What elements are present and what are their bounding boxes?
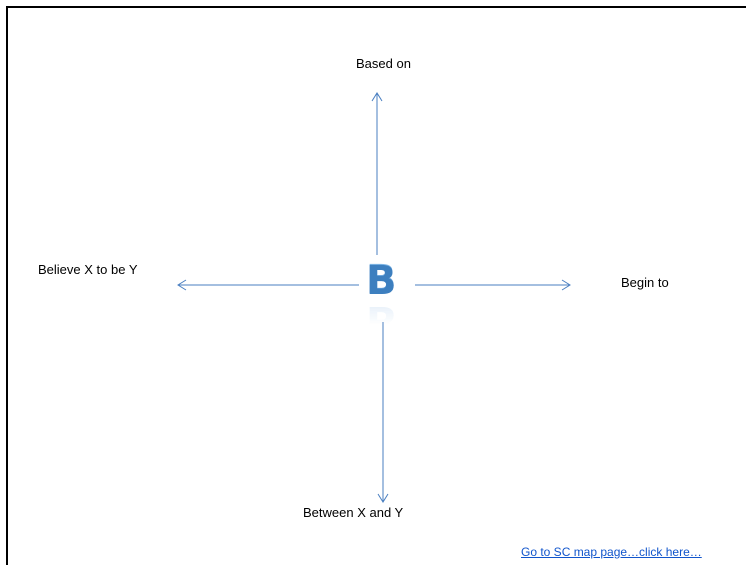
arrow-up-head bbox=[371, 92, 383, 102]
label-based-on: Based on bbox=[356, 56, 411, 71]
sc-map-link[interactable]: Go to SC map page…click here… bbox=[521, 545, 702, 559]
arrow-down-head bbox=[377, 493, 389, 503]
center-letter-glyph: B bbox=[366, 257, 397, 303]
arrow-left-head bbox=[177, 279, 187, 291]
arrow-right-head bbox=[561, 279, 571, 291]
label-begin-to: Begin to bbox=[621, 275, 669, 290]
slide-canvas bbox=[6, 6, 746, 565]
label-between-x-and-y: Between X and Y bbox=[303, 505, 404, 520]
label-believe-x-to-be-y: Believe X to be Y bbox=[38, 262, 138, 277]
center-letter-reflection: B bbox=[366, 297, 397, 343]
center-letter: B B bbox=[366, 256, 406, 343]
